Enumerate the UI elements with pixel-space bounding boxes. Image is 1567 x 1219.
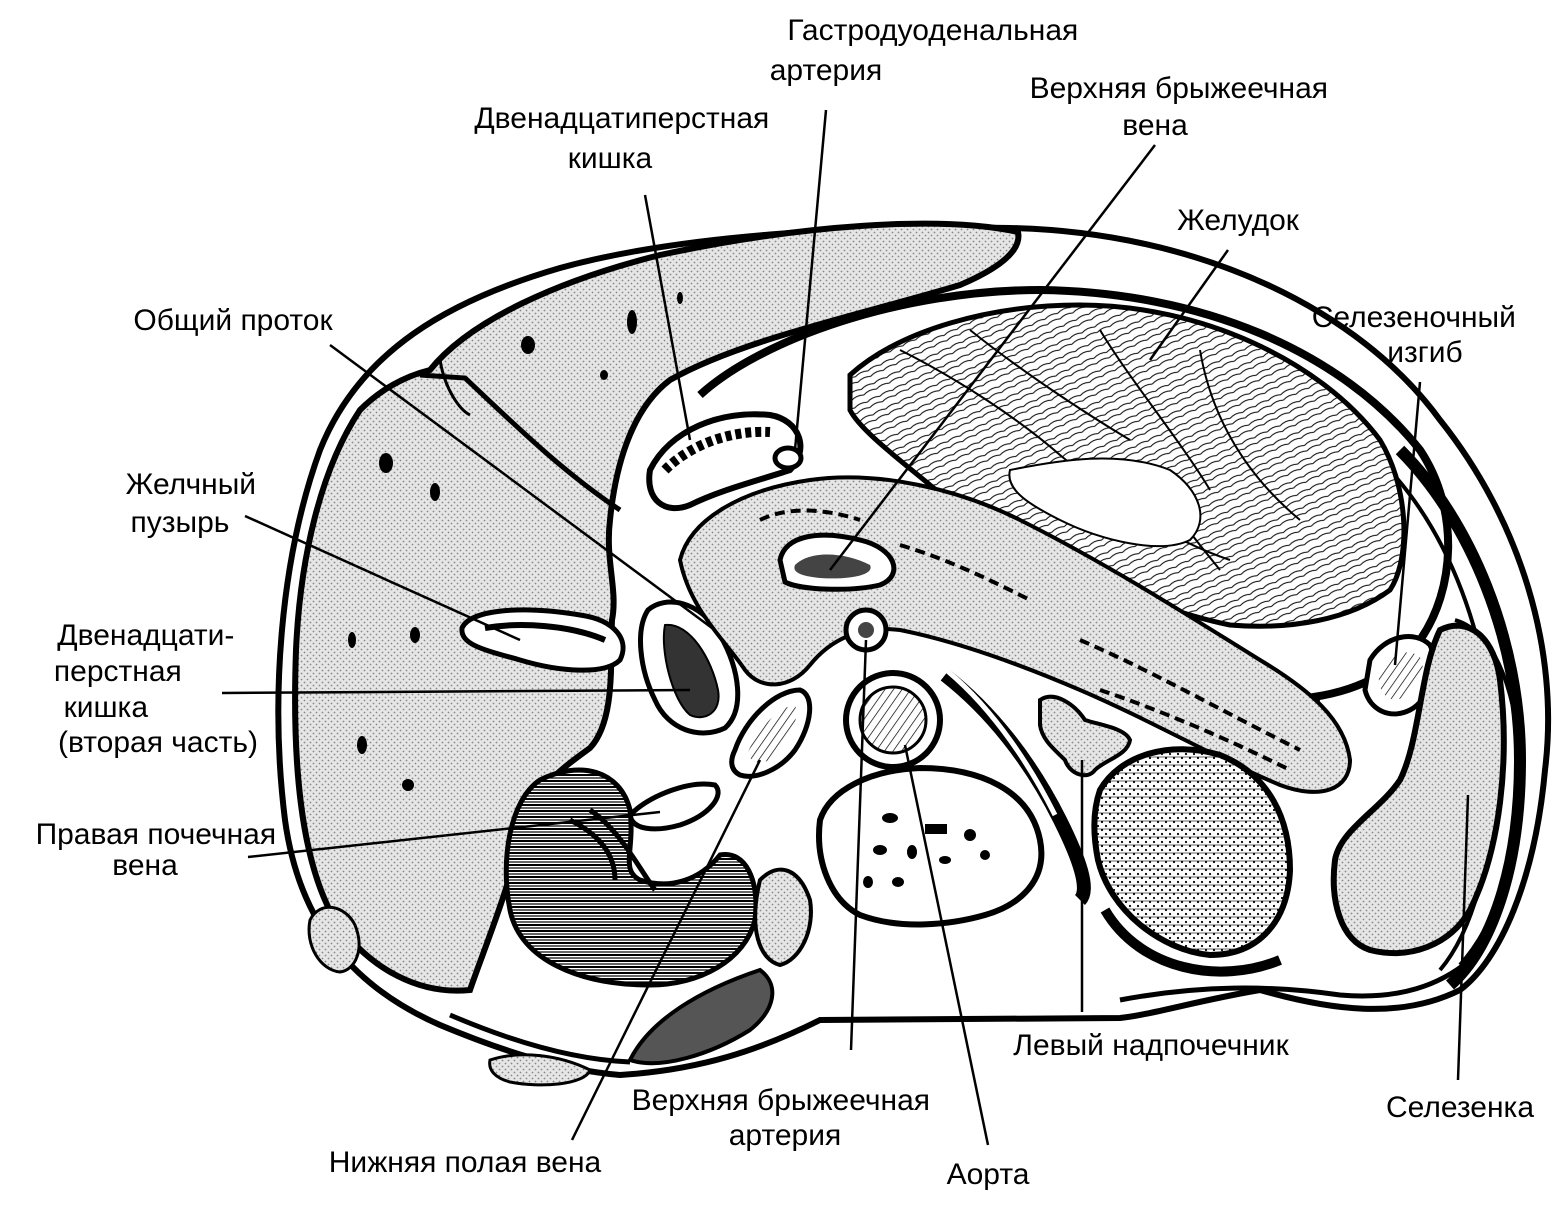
- liver-vessels: [348, 292, 683, 791]
- label-gallbladder: Желчный пузырь: [126, 468, 265, 539]
- left-crus-band-inner: [938, 663, 1058, 817]
- leader-common-duct: [329, 343, 713, 630]
- superior-mesenteric-artery-lumen: [858, 622, 874, 638]
- liver-lobe-line: [438, 359, 471, 417]
- inferior-vena-cava-lumen: [748, 705, 797, 763]
- leader-splenic-flexure: [1393, 381, 1422, 666]
- leader-inferior-vena-cava: [570, 759, 762, 1141]
- label-duodenum-second-part: Двенадцати- перстная кишка (вторая часть…: [54, 619, 258, 759]
- right-posterior-fat: [307, 905, 361, 974]
- duodenum-second-part-lumen: [662, 623, 720, 719]
- vertebral-body-spots: [863, 813, 990, 888]
- aorta-lumen: [858, 685, 928, 755]
- leader-superior-mesenteric-artery: [849, 639, 868, 1051]
- leader-aorta: [903, 744, 990, 1146]
- label-superior-mesenteric-artery: Верхняя брыжеечная артерия: [632, 1084, 939, 1152]
- duodenum-upper-mucosa: [661, 426, 771, 474]
- stomach-rugae: [899, 329, 1301, 571]
- leader-superior-mesenteric-vein: [829, 144, 1156, 571]
- label-aorta: Аорта: [947, 1158, 1030, 1191]
- label-common-duct: Общий проток: [133, 304, 333, 337]
- spleen-capsule: [1454, 618, 1523, 967]
- label-superior-mesenteric-vein: Верхняя брыжеечная вена: [1030, 72, 1337, 142]
- stomach-lumen-cavity: [1008, 457, 1202, 548]
- gastroduodenal-artery-vessel: [772, 445, 804, 471]
- posterior-muscle-bottom: [488, 1053, 592, 1087]
- left-kidney: [1091, 746, 1294, 959]
- leader-lines: [221, 109, 1470, 1146]
- label-stomach: Желудок: [1177, 204, 1300, 237]
- left-kidney-cortex-ring: [1100, 907, 1282, 977]
- right-crus: [753, 867, 813, 968]
- leader-gastroduodenal-artery: [793, 109, 828, 451]
- leader-gallbladder: [244, 514, 521, 642]
- leader-stomach: [1148, 249, 1230, 361]
- pancreas-texture: [759, 508, 1301, 772]
- label-duodenum: Двенадцатиперстная кишка: [474, 102, 777, 175]
- splenic-flexure-lumen: [1378, 652, 1423, 700]
- leader-duodenum-second-part: [221, 688, 691, 695]
- label-gastroduodenal-artery: Гастродуоденальная артерия: [770, 14, 1087, 87]
- vertebral-body: [816, 764, 1045, 928]
- right-psoas: [627, 967, 775, 1066]
- label-inferior-vena-cava: Нижняя полая вена: [329, 1146, 602, 1179]
- label-right-renal-vein: Правая почечная вена: [36, 818, 285, 882]
- leader-spleen: [1456, 794, 1470, 1081]
- label-left-adrenal: Левый надпочечник: [1013, 1029, 1289, 1062]
- right-kidney-hilum: [568, 807, 658, 892]
- leader-right-renal-vein: [247, 810, 661, 859]
- label-spleen: Селезенка: [1386, 1091, 1534, 1124]
- label-splenic-flexure: Селезеночный изгиб: [1312, 301, 1524, 369]
- liver-fissure: [419, 372, 622, 513]
- leader-duodenum: [643, 194, 692, 441]
- left-adrenal-gland: [1038, 694, 1133, 778]
- right-renal-vein-vessel: [627, 781, 721, 832]
- spleen: [1330, 622, 1507, 956]
- gallbladder-wall: [484, 622, 607, 643]
